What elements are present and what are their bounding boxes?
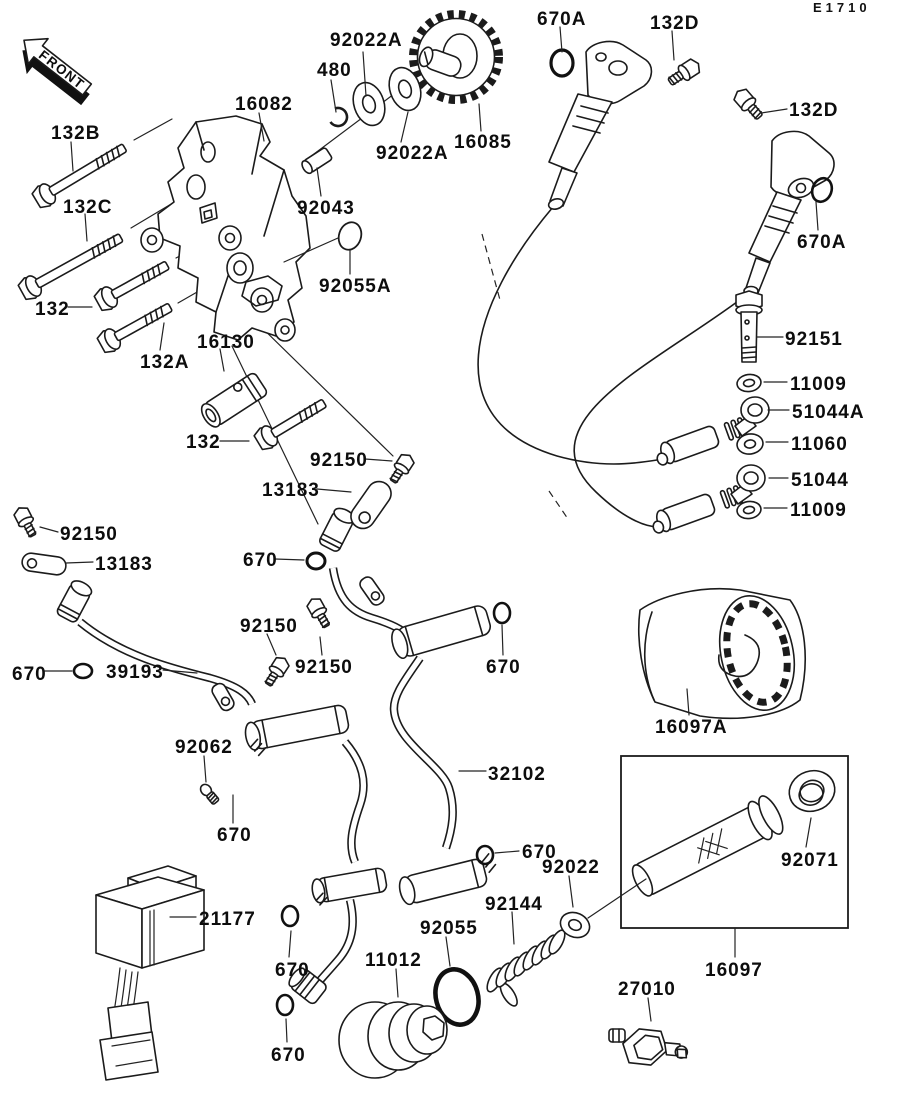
part-label-51044A: 51044A [792, 402, 865, 423]
part-label-92151: 92151 [785, 329, 843, 350]
o-ring-92055a-drawing [337, 221, 363, 251]
screw-92062-drawing [199, 783, 220, 805]
oil-pipe-32102-drawing [328, 567, 457, 850]
part-label-670: 670 [243, 550, 278, 571]
part-label-92022: 92022 [542, 857, 600, 878]
part-label-92150: 92150 [60, 524, 118, 545]
o-ring-92055-drawing [433, 967, 481, 1027]
part-label-670A: 670A [797, 232, 847, 253]
part-label-132D: 132D [789, 100, 839, 121]
part-label-132A: 132A [140, 352, 190, 373]
washer-92022-drawing [559, 911, 591, 939]
washer-11009-drawing [736, 373, 762, 393]
washer-11060-drawing [736, 433, 764, 455]
part-label-670: 670 [271, 1045, 306, 1066]
oil-pipe-fitting-lower-drawing [743, 130, 835, 297]
snap-ring-480-drawing [327, 106, 349, 128]
part-label-670A: 670A [537, 9, 587, 30]
part-label-92071: 92071 [781, 850, 839, 871]
banjo-bolt-92151-drawing [735, 290, 763, 363]
part-label-16130: 16130 [197, 332, 255, 353]
oil-pump-gear-16085-drawing [409, 10, 503, 104]
part-label-92150: 92150 [295, 657, 353, 678]
valve-16130-drawing [200, 372, 268, 428]
filter-element-16097-box [587, 755, 849, 929]
pipe-union-drawing [56, 507, 497, 1005]
pipe-elbow-fitting [56, 580, 93, 623]
part-label-11009: 11009 [790, 374, 847, 395]
banjo-fitting-51044a-drawing [656, 396, 770, 466]
washer-92022a-drawing [352, 66, 422, 127]
pipe-clamp [359, 576, 385, 606]
bolt-92150-drawing [13, 453, 415, 687]
part-label-11060: 11060 [791, 434, 848, 455]
part-label-480: 480 [317, 60, 352, 81]
part-label-132B: 132B [51, 123, 101, 144]
o-ring-670-drawing [72, 551, 512, 1017]
part-label-92150: 92150 [240, 616, 298, 637]
part-label-16082: 16082 [235, 94, 293, 115]
part-label-670: 670 [486, 657, 521, 678]
part-label-32102: 32102 [488, 764, 546, 785]
part-label-13183: 13183 [262, 480, 320, 501]
cap-11012-drawing [338, 1001, 448, 1079]
banjo-fitting-51044-drawing [652, 464, 766, 534]
part-label-92043: 92043 [297, 198, 355, 219]
part-label-51044: 51044 [791, 470, 849, 491]
front-direction-arrow: FRONT [22, 37, 93, 106]
part-label-132: 132 [186, 432, 221, 453]
part-label-16097: 16097 [705, 960, 763, 981]
oil-hose-upper-drawing [477, 206, 658, 465]
pin-92043-drawing [301, 147, 333, 175]
pressure-switch-27010-drawing [608, 1028, 689, 1066]
part-label-21177: 21177 [199, 909, 256, 930]
part-label-670: 670 [12, 664, 47, 685]
part-label-92055: 92055 [420, 918, 478, 939]
part-label-92022A: 92022A [376, 143, 449, 164]
bolt-132c-drawing [17, 233, 124, 301]
pipe-elbow-fitting [288, 967, 327, 1005]
part-label-16097A: 16097A [655, 717, 728, 738]
part-label-670: 670 [275, 960, 310, 981]
ring-92071-drawing [788, 769, 836, 813]
part-label-670: 670 [522, 842, 557, 863]
part-label-92150: 92150 [310, 450, 368, 471]
part-label-92022A: 92022A [330, 30, 403, 51]
oil-pump-body-16082-drawing [140, 115, 311, 342]
part-label-92144: 92144 [485, 894, 543, 915]
part-label-92062: 92062 [175, 737, 233, 758]
part-label-16085: 16085 [454, 132, 512, 153]
part-label-13183: 13183 [95, 554, 153, 575]
part-label-670: 670 [217, 825, 252, 846]
bolt-132-lower-drawing [253, 399, 327, 451]
part-label-132C: 132C [63, 197, 113, 218]
relay-21177-drawing [95, 865, 205, 1081]
leader-lines [39, 26, 819, 1043]
part-label-92055A: 92055A [319, 276, 392, 297]
washer-11009-lower-drawing [736, 500, 762, 520]
bolt-132-drawing [93, 261, 170, 312]
bolt-132a-drawing [96, 303, 173, 354]
pipe-elbow-fitting [319, 507, 356, 552]
part-label-132: 132 [35, 299, 70, 320]
diagram-code: E1710 [813, 0, 871, 15]
bolt-132b-drawing [31, 143, 127, 209]
oil-hose-lower-drawing [573, 292, 750, 528]
spring-92144-drawing [486, 929, 566, 1007]
oil-pipe-fitting-upper-drawing [547, 40, 653, 211]
part-label-27010: 27010 [618, 979, 676, 1000]
part-label-11012: 11012 [365, 950, 422, 971]
part-label-132D: 132D [650, 13, 700, 34]
plate-13183-drawing [21, 480, 392, 576]
bolt-132d-drawing [667, 58, 763, 120]
part-label-39193: 39193 [106, 662, 164, 683]
pipe-clamp [211, 682, 235, 712]
part-label-11009: 11009 [790, 500, 847, 521]
oil-filter-16097a-drawing [637, 587, 806, 720]
